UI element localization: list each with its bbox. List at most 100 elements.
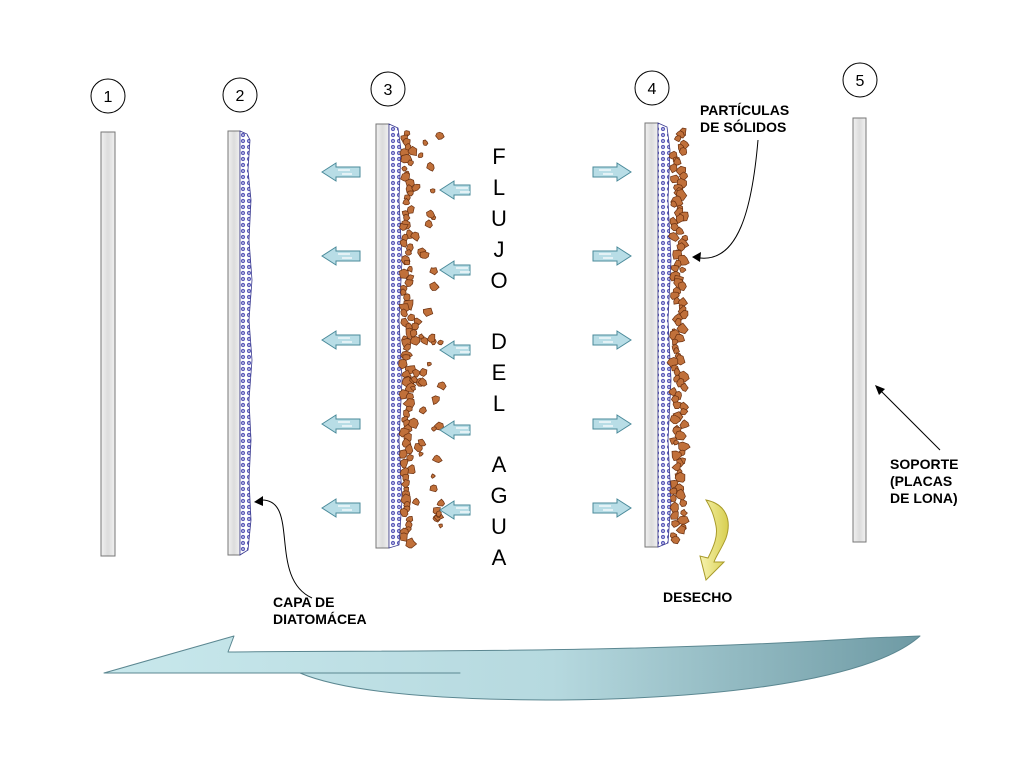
solid-particle xyxy=(431,426,437,432)
solid-particle xyxy=(429,484,438,493)
solid-particle xyxy=(676,322,689,335)
solid-particle xyxy=(403,293,411,301)
backwash-arrow xyxy=(592,498,632,518)
solid-particle xyxy=(672,338,679,346)
step-circle-5: 5 xyxy=(842,62,878,98)
solid-particle xyxy=(406,265,413,273)
solid-particle xyxy=(409,336,421,346)
filtrate-arrow xyxy=(321,414,361,434)
solid-particle xyxy=(426,161,435,172)
solid-particle xyxy=(429,188,436,194)
solid-particle xyxy=(670,511,679,520)
solid-particle xyxy=(669,501,679,513)
diatom-label-line-2: DIATOMÁCEA xyxy=(273,611,367,627)
step-circle-1: 1 xyxy=(90,78,126,114)
flow-letter: A xyxy=(491,545,507,570)
solid-particle xyxy=(411,183,421,192)
solid-particle xyxy=(411,368,421,378)
flow-letter: L xyxy=(492,175,506,200)
solid-particles-4 xyxy=(666,127,691,545)
backwash-arrow-shine xyxy=(599,421,613,427)
solid-particle xyxy=(422,307,434,317)
filtrate-arrows-3 xyxy=(321,162,361,518)
particles-label: PARTÍCULAS DE SÓLIDOS xyxy=(700,102,789,136)
solid-particle xyxy=(400,478,410,489)
support-plate-3 xyxy=(375,123,390,549)
solid-particle xyxy=(405,248,412,256)
solid-particle xyxy=(407,145,418,157)
solid-particle xyxy=(399,222,409,231)
solid-particle xyxy=(436,510,442,517)
inflow-arrow-shine xyxy=(456,267,470,273)
filtrate-arrow-shine xyxy=(338,169,352,175)
solid-particle xyxy=(668,387,678,397)
support-label-line-2: (PLACAS xyxy=(890,473,953,489)
step-number-4: 4 xyxy=(648,81,657,98)
flow-letter: O xyxy=(490,268,508,293)
solid-particle xyxy=(674,430,687,441)
solid-particle xyxy=(680,408,689,416)
support-plate-4 xyxy=(644,122,659,548)
backwash-arrow-shine xyxy=(599,253,613,259)
support-pointer-line xyxy=(879,389,941,451)
solid-particle xyxy=(402,343,411,351)
solid-particle xyxy=(424,219,433,229)
solid-particle xyxy=(669,163,678,174)
backwash-arrow-shine xyxy=(599,505,613,511)
filtrate-arrow-shine xyxy=(338,337,352,343)
backwash-arrow xyxy=(592,246,632,266)
particles-label-line-1: PARTÍCULAS xyxy=(700,102,790,118)
solid-particle xyxy=(679,499,688,507)
solid-particle xyxy=(670,200,678,208)
solid-particle xyxy=(410,231,420,242)
support-pointer-head xyxy=(875,385,885,395)
solid-particle xyxy=(435,131,445,140)
solid-particle xyxy=(680,382,689,392)
solid-particle xyxy=(400,458,409,470)
flow-letter: U xyxy=(491,206,507,231)
step-number-2: 2 xyxy=(236,88,245,105)
particles-pointer-head xyxy=(692,252,701,262)
solid-particle xyxy=(679,419,690,430)
waste-label: DESECHO xyxy=(663,589,733,605)
inflow-arrow xyxy=(439,340,471,360)
diatom-layer-2 xyxy=(239,130,253,556)
backwash-arrow xyxy=(592,414,632,434)
support-label-line-1: SOPORTE xyxy=(890,456,959,472)
flow-letter: F xyxy=(492,144,506,169)
flow-letter: U xyxy=(491,514,507,539)
step-circle-3: 3 xyxy=(370,71,406,107)
step-number-3: 3 xyxy=(384,82,393,99)
inflow-arrow-shine xyxy=(456,347,470,353)
return-cycle-arrow xyxy=(103,635,921,701)
solid-particle xyxy=(670,535,681,545)
solid-particle xyxy=(419,251,430,259)
solid-particle xyxy=(407,190,414,197)
solid-particle xyxy=(673,157,682,166)
solid-particle xyxy=(417,152,424,158)
filtrate-arrow-shine xyxy=(338,505,352,511)
solid-particle xyxy=(407,159,414,167)
solid-particle xyxy=(407,313,416,322)
solid-particle xyxy=(426,361,432,367)
diatom-pointer-line xyxy=(261,499,313,599)
solid-particle xyxy=(673,135,682,143)
diatom-label-line-1: CAPA DE xyxy=(273,594,335,610)
solid-particle xyxy=(406,453,414,462)
solid-particle xyxy=(668,232,680,242)
solid-particle xyxy=(674,471,686,483)
solid-particle xyxy=(417,377,428,387)
solid-particle xyxy=(670,265,680,273)
inflow-arrow-shine xyxy=(456,507,470,513)
solid-particle xyxy=(678,281,687,291)
step-circle-4: 4 xyxy=(634,70,670,106)
solid-particle xyxy=(426,333,436,343)
solid-particle xyxy=(403,259,411,266)
solid-particle xyxy=(438,523,443,529)
step-number-1: 1 xyxy=(104,89,113,106)
filtrate-arrow xyxy=(321,330,361,350)
solid-particle xyxy=(417,438,427,447)
filtrate-arrow xyxy=(321,246,361,266)
backwash-arrow-shine xyxy=(599,169,613,175)
solid-particle xyxy=(406,205,415,214)
